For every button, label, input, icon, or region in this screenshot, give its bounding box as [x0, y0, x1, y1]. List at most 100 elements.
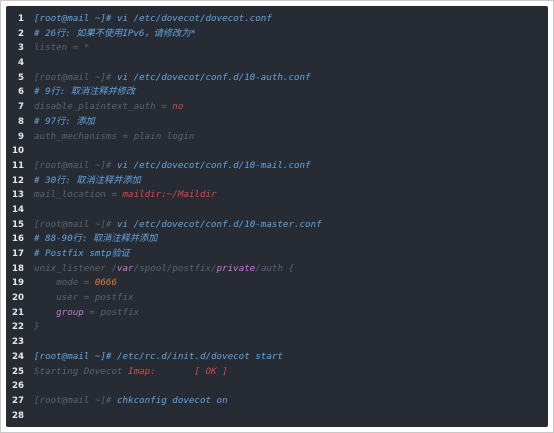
code-token: # 30行: 取消注释并添加	[34, 174, 141, 186]
code-token: # 9行: 取消注释并修改	[34, 86, 136, 98]
line-code: # 97行: 添加	[34, 115, 95, 130]
code-token: # 97行: 添加	[34, 115, 95, 127]
code-token: private	[216, 262, 256, 274]
code-line: 21 group = postfix	[6, 306, 548, 321]
code-token: [root@mail ~]# vi /etc/dovecot/dovecot.c…	[34, 13, 272, 24]
line-code: [root@mail ~]# /etc/rc.d/init.d/dovecot …	[34, 350, 283, 365]
line-number: 2	[18, 28, 24, 39]
line-number: 18	[12, 263, 24, 274]
code-token: [root@mail ~]#	[34, 394, 117, 406]
line-number: 5	[18, 72, 24, 83]
line-number: 17	[12, 249, 24, 259]
code-token: user = postfix	[34, 292, 134, 304]
code-token: 0666	[94, 277, 117, 289]
line-code: auth_mechanisms = plain login	[34, 130, 194, 145]
code-lines: 1[root@mail ~]# vi /etc/dovecot/dovecot.…	[6, 12, 548, 423]
code-token	[156, 366, 195, 377]
line-code: # Postfix smtp验证	[34, 247, 130, 262]
code-line: 14	[6, 203, 548, 218]
line-code: [root@mail ~]# vi /etc/dovecot/conf.d/10…	[34, 71, 311, 86]
code-editor: 1[root@mail ~]# vi /etc/dovecot/dovecot.…	[6, 6, 548, 427]
code-token: vi /etc/dovecot/conf.d/10-auth.conf	[116, 71, 311, 83]
line-code: # 26行: 如果不使用IPv6，请修改为*	[34, 27, 196, 42]
line-code: [root@mail ~]# vi /etc/dovecot/conf.d/10…	[34, 218, 322, 233]
code-token: vi /etc/dovecot/conf.d/10-master.conf	[116, 218, 322, 230]
line-number: 24	[12, 351, 24, 362]
code-line: 1[root@mail ~]# vi /etc/dovecot/dovecot.…	[6, 12, 548, 27]
code-token: listen = *	[34, 42, 90, 54]
line-number: 10	[12, 146, 24, 157]
line-number: 27	[12, 395, 24, 406]
code-token: [root@mail ~]#	[34, 218, 117, 230]
code-token: [root@mail ~]#	[34, 71, 117, 83]
line-number: 16	[12, 234, 24, 245]
code-line: 20 user = postfix	[6, 291, 548, 306]
line-code: }	[34, 320, 40, 335]
line-number: 12	[12, 175, 24, 186]
code-line: 10	[6, 144, 548, 159]
code-token: # 88-90行: 取消注释并添加	[34, 233, 158, 245]
code-token: /spool/postfix/	[133, 262, 217, 274]
code-token: auth_mechanisms = plain login	[34, 130, 195, 142]
line-number: 15	[12, 219, 24, 230]
line-code: user = postfix	[34, 291, 134, 306]
code-line: 18 unix_listener /var/spool/postfix/priva…	[6, 262, 548, 277]
code-line: 24 [root@mail ~]# /etc/rc.d/init.d/doveco…	[6, 350, 548, 365]
line-code: mode = 0666	[34, 276, 117, 291]
line-code: Starting Dovecot Imap: [ OK ]	[34, 365, 228, 380]
code-token: group	[56, 306, 84, 318]
line-number: 22	[12, 322, 24, 333]
code-token: chkconfig dovecot on	[116, 394, 228, 406]
code-token: vi /etc/dovecot/conf.d/10-mail.conf	[116, 159, 311, 171]
code-token: Imap:	[128, 365, 156, 377]
code-line: 4	[6, 56, 548, 71]
code-line: 19 mode = 0666	[6, 276, 548, 291]
code-line: 16 # 88-90行: 取消注释并添加	[6, 232, 548, 247]
code-token: no	[172, 101, 184, 113]
code-line: 17 # Postfix smtp验证	[6, 247, 548, 262]
line-number: 28	[12, 410, 24, 421]
line-number: 4	[18, 58, 24, 69]
code-line: 7 disable_plaintext_auth = no	[6, 100, 548, 115]
line-code: # 88-90行: 取消注释并添加	[34, 232, 157, 247]
code-token: unix_listener /	[34, 262, 117, 274]
line-code: unix_listener /var/spool/postfix/private…	[34, 262, 294, 277]
code-line: 13 mail_location = maildir:~/Maildir	[6, 188, 548, 203]
code-line: 2 # 26行: 如果不使用IPv6，请修改为*	[6, 27, 548, 42]
code-line: 6 # 9行: 取消注释并修改	[6, 85, 548, 100]
line-number: 20	[12, 293, 24, 304]
line-number: 14	[12, 204, 24, 215]
line-code: [root@mail ~]# vi /etc/dovecot/conf.d/10…	[34, 159, 311, 174]
line-code: listen = *	[34, 41, 89, 56]
line-number: 7	[18, 102, 24, 113]
line-code: disable_plaintext_auth = no	[34, 100, 183, 115]
code-line: 27 [root@mail ~]# chkconfig dovecot on	[6, 394, 548, 409]
code-token: mode =	[34, 277, 95, 289]
code-line: 28	[6, 409, 548, 424]
line-code: # 9行: 取消注释并修改	[34, 85, 135, 100]
line-number: 25	[12, 366, 24, 377]
code-token: /auth {	[255, 262, 295, 274]
code-token: # Postfix smtp验证	[34, 248, 130, 259]
code-token: [root@mail ~]# /etc/rc.d/init.d/dovecot …	[34, 350, 283, 362]
code-line: 5 [root@mail ~]# vi /etc/dovecot/conf.d/1…	[6, 71, 548, 86]
code-token: Starting Dovecot	[34, 365, 129, 377]
line-number: 13	[12, 190, 24, 201]
line-number: 21	[12, 307, 24, 318]
code-token: [ OK ]	[194, 365, 228, 377]
line-code: [root@mail ~]# chkconfig dovecot on	[34, 394, 228, 409]
code-token: var	[116, 262, 134, 274]
code-line: 25 Starting Dovecot Imap: [ OK ]	[6, 365, 548, 380]
code-token: mail_location =	[34, 189, 123, 201]
line-number: 26	[12, 381, 24, 392]
line-number: 3	[18, 43, 24, 54]
code-line: 15 [root@mail ~]# vi /etc/dovecot/conf.d/…	[6, 218, 548, 233]
code-line: 11[root@mail ~]# vi /etc/dovecot/conf.d/…	[6, 159, 548, 174]
code-token: maildir:~/Maildir	[122, 189, 217, 201]
line-number: 6	[18, 87, 24, 98]
line-code: mail_location = maildir:~/Maildir	[34, 188, 217, 203]
line-number: 8	[18, 116, 24, 127]
code-token	[34, 307, 56, 318]
